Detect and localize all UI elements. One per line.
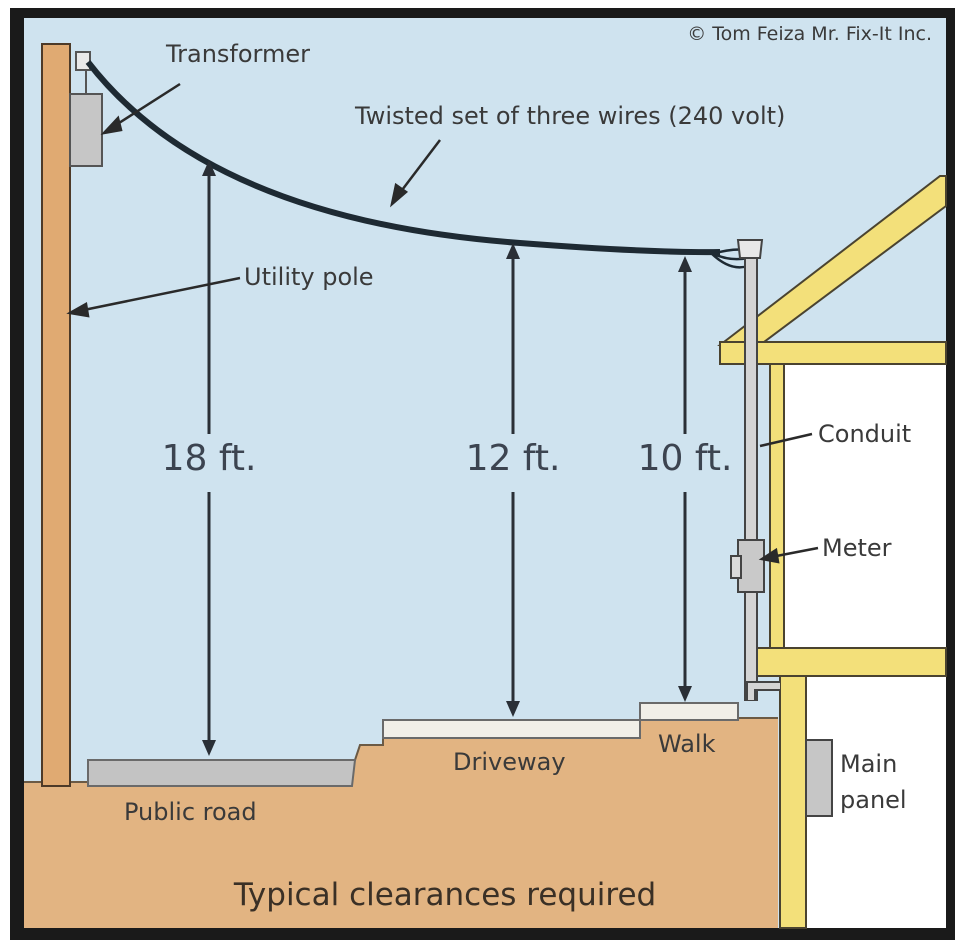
walk-label: Walk (658, 730, 716, 758)
clearance-label-driveway: 12 ft. (466, 438, 561, 479)
utility-pole (41, 43, 71, 787)
main-panel-label-line2: panel (840, 786, 907, 814)
arrowhead-up-driveway (506, 243, 520, 259)
house-interior (782, 360, 946, 928)
driveway-surface (382, 719, 641, 739)
service-wire (85, 60, 721, 256)
arrowhead-up-walk (678, 256, 692, 272)
clearance-label-public-road: 18 ft. (162, 438, 257, 479)
meter (730, 539, 765, 593)
clearance-dimensions: 18 ft. 12 ft. 10 ft. (162, 160, 733, 756)
arrowhead-down-driveway (506, 701, 520, 717)
clearance-label-walk: 10 ft. (638, 438, 733, 479)
wires-label: Twisted set of three wires (240 volt) (354, 102, 785, 130)
diagram-caption: Typical clearances required (233, 877, 656, 913)
transformer-label: Transformer (165, 40, 310, 68)
meter-label: Meter (822, 534, 892, 562)
house-framing (717, 175, 947, 929)
driveway-label: Driveway (453, 748, 566, 776)
walk-surface (639, 702, 739, 721)
main-panel-label-line1: Main (840, 750, 897, 778)
utility-pole-label: Utility pole (244, 263, 374, 291)
conduit-label: Conduit (818, 420, 911, 448)
arrowhead-up-public-road (202, 160, 216, 176)
public-road-label: Public road (124, 798, 257, 826)
callout-leaders (66, 82, 819, 564)
arrowhead-down-public-road (202, 740, 216, 756)
arrowhead-down-walk (678, 686, 692, 702)
public-road-surface (87, 759, 357, 787)
copyright-notice: © Tom Feiza Mr. Fix-It Inc. (687, 23, 932, 45)
main-panel (805, 739, 833, 817)
